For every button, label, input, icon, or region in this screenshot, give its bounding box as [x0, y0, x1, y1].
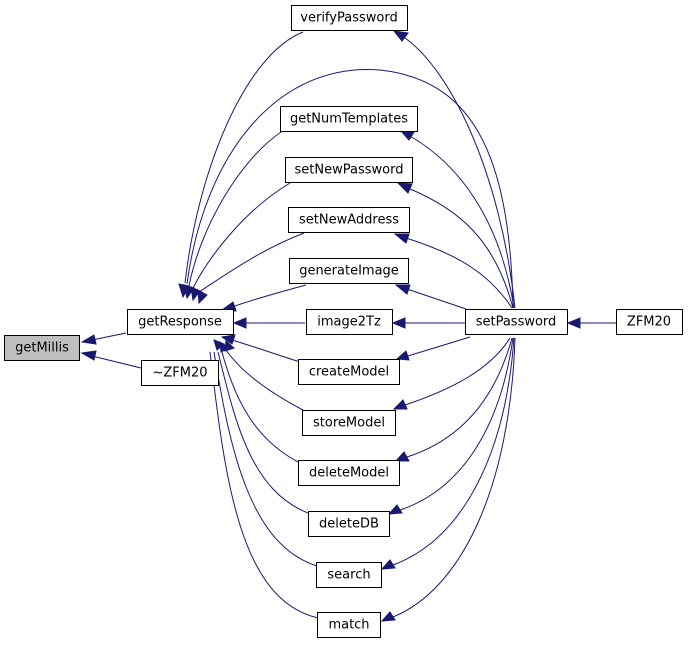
arrowhead-getnumtemplates [399, 130, 415, 141]
node-box [298, 359, 400, 385]
node-label: ZFM20 [627, 315, 671, 330]
node-label: setNewPassword [295, 163, 404, 178]
edge-storemodel-getresponse [225, 349, 304, 411]
edge-generateimage-getresponse [231, 284, 307, 308]
edge-setpassword-createmodel [407, 336, 471, 357]
edge-createmodel-getresponse [231, 339, 301, 363]
edge-setpassword-search [392, 337, 515, 566]
arrowhead-setnewaddress [393, 233, 410, 244]
node-box [616, 309, 683, 335]
edge-search-getresponse [213, 351, 318, 567]
node-label: getNumTemplates [290, 112, 408, 127]
edge-setpassword-setnewpassword [407, 187, 514, 309]
node-label: deleteModel [309, 466, 389, 481]
edge-setpassword-getnumtemplates [409, 135, 515, 309]
node-getresponse[interactable]: getResponse [127, 309, 234, 335]
edge-setpassword-setnewaddress [405, 237, 513, 309]
node-storemodel[interactable]: storeModel [302, 410, 396, 436]
edge-match-getresponse [209, 351, 319, 619]
edge-getnumtemplates-getresponse [188, 129, 285, 287]
node-label: getMillis [15, 341, 69, 356]
node-box [280, 106, 418, 132]
node-setnewpassword[interactable]: setNewPassword [285, 157, 413, 183]
edge-setpassword-storemodel [404, 337, 511, 406]
edge-setnewpassword-getresponse [192, 182, 291, 289]
node-label: getResponse [138, 315, 222, 330]
arrowhead-getresponse-from-top-d [197, 289, 208, 305]
edges [80, 30, 616, 622]
node-setpassword[interactable]: setPassword [465, 309, 568, 335]
edge-deletemodel-getresponse [221, 351, 301, 464]
edge-setpassword-getresponse-top [186, 69, 514, 309]
node-label: setNewAddress [299, 213, 399, 228]
node-label: image2Tz [317, 315, 381, 330]
arrowhead-getresponse-from-bottom-c [224, 339, 235, 352]
arrowhead-deletedb [387, 504, 403, 515]
node-box [317, 612, 381, 638]
arrowhead-getmillis-from-getresponse [80, 334, 97, 345]
node-label: deleteDB [319, 517, 379, 532]
node-label: match [328, 618, 369, 633]
node-box [306, 309, 393, 335]
arrowhead-setnewpassword [396, 182, 413, 194]
node-search[interactable]: search [316, 562, 382, 588]
edge-getresponse-getmillis [91, 332, 127, 341]
edge-verifypassword-getresponse [184, 31, 304, 284]
arrowhead-createmodel [395, 350, 410, 361]
node-box [302, 410, 396, 436]
edge-setpassword-match [392, 337, 516, 618]
arrowhead-storemodel [392, 399, 408, 410]
node-box [465, 309, 568, 335]
node-box [285, 157, 413, 183]
node-box [4, 335, 80, 361]
node-box [288, 207, 410, 233]
edge-setpassword-verifypassword [404, 37, 516, 309]
node-label: ~ZFM20 [152, 366, 207, 381]
arrowhead-verifypassword [392, 30, 409, 42]
arrowhead-getresponse-from-createmodel [220, 334, 236, 345]
arrowhead-image2tz [391, 317, 406, 329]
node-box [308, 511, 390, 537]
node-match[interactable]: match [317, 612, 381, 638]
arrowhead-setpassword-from-zfm20 [566, 317, 581, 329]
edge-setpassword-deletemodel [406, 337, 513, 458]
node-box [316, 562, 382, 588]
node-deletemodel[interactable]: deleteModel [298, 460, 400, 486]
arrowhead-getresponse-from-image2tz [232, 317, 247, 329]
node-deletedb[interactable]: deleteDB [308, 511, 390, 537]
node-box [298, 460, 400, 486]
edge-setpassword-deletedb [399, 337, 514, 511]
edge-setpassword-generateimage [406, 288, 467, 310]
node-label: generateImage [299, 264, 399, 279]
node-label: createModel [309, 365, 389, 380]
nodes: getMillis getResponse ~ZFM20 verifyPassw… [4, 5, 683, 638]
node-box [127, 309, 234, 335]
node-box [141, 360, 219, 386]
arrowhead-deletemodel [394, 451, 410, 462]
edge-zfm20destructor-getmillis [91, 355, 142, 369]
node-label: search [327, 568, 370, 583]
arrowhead-search [380, 559, 396, 570]
node-verifypassword[interactable]: verifyPassword [291, 5, 408, 31]
node-label: verifyPassword [300, 11, 397, 26]
node-generateimage[interactable]: generateImage [289, 258, 409, 284]
edge-deletedb-getresponse [217, 351, 309, 514]
node-box [289, 258, 409, 284]
node-getnumtemplates[interactable]: getNumTemplates [280, 106, 418, 132]
edge-setnewaddress-getresponse [198, 232, 305, 293]
node-getmillis[interactable]: getMillis [4, 335, 80, 361]
arrowhead-getmillis-from-zfm20destructor [80, 350, 97, 361]
node-zfm20-destructor[interactable]: ~ZFM20 [141, 360, 219, 386]
node-label: setPassword [476, 315, 557, 330]
node-setnewaddress[interactable]: setNewAddress [288, 207, 410, 233]
node-zfm20[interactable]: ZFM20 [616, 309, 683, 335]
node-createmodel[interactable]: createModel [298, 359, 400, 385]
arrowhead-generateimage [394, 284, 411, 295]
node-image2tz[interactable]: image2Tz [306, 309, 393, 335]
arrowhead-match [380, 611, 396, 622]
node-label: storeModel [313, 416, 385, 431]
node-box [291, 5, 408, 31]
